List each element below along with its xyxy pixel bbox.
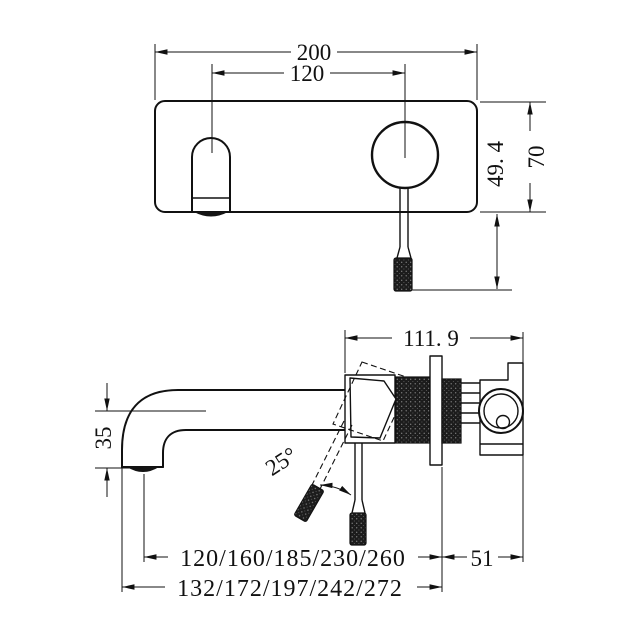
dim-text-spout-reach-options: 120/160/185/230/260 [180, 546, 406, 572]
dim-text-bg [392, 327, 470, 348]
spout-capsule [191, 137, 231, 212]
dim-text-bg [168, 546, 418, 569]
spout-front [191, 137, 231, 217]
side-view: 25° 111. 9 35 120/16 [91, 326, 524, 602]
knurled-grip-vertical [349, 512, 367, 546]
taper-left [351, 499, 356, 514]
spout-tip-shadow [194, 212, 228, 217]
dim-plate-height: 70 [480, 101, 549, 213]
thread-lines [461, 382, 480, 424]
dim-text-bg [467, 546, 498, 568]
handle-profile-vertical [349, 443, 367, 546]
dim-spout-drop: 35 [91, 383, 206, 497]
dim-text-bg [484, 128, 505, 200]
dim-text-handle-angle: 25° [261, 442, 302, 481]
dim-text-overall-length-options: 132/172/197/242/272 [177, 576, 403, 602]
dim-text-plate-height: 70 [524, 146, 549, 169]
dim-text-spout-to-handle: 120 [290, 61, 325, 86]
angle-arc [319, 482, 352, 496]
handle-knurled-grip [393, 257, 413, 292]
dim-text-spout-drop: 35 [91, 427, 116, 450]
knurled-collar-rear [441, 378, 462, 444]
dim-text-wall-to-body-end: 51 [471, 546, 494, 571]
dim-text-bg [284, 63, 330, 83]
dim-overall-length: 132/172/197/242/272 [122, 576, 442, 602]
dim-spout-to-handle: 120 [211, 61, 406, 158]
tilted-stem-left [310, 420, 345, 488]
dim-text-bg [291, 41, 337, 62]
spout-outer-edge [121, 389, 346, 468]
handle-profile-tilted [294, 420, 353, 522]
dim-text-bg [165, 576, 417, 599]
mixer-body [332, 355, 524, 466]
dim-text-plate-width: 200 [297, 40, 332, 65]
dim-handle-angle: 25° [261, 442, 352, 496]
spout-profile [121, 389, 346, 472]
dim-wall-to-body-end: 51 [442, 546, 523, 571]
taper-right [361, 499, 366, 514]
knurled-collar-front [395, 376, 431, 444]
handle-taper-left [396, 246, 401, 259]
dim-text-total-depth: 111. 9 [403, 326, 459, 351]
front-view: 200 120 70 49. 4 [154, 40, 549, 292]
dim-text-handle-projection: 49. 4 [483, 141, 508, 188]
handle-taper-right [407, 246, 412, 259]
inlet-port-detail [495, 414, 511, 430]
dim-spout-reach: 120/160/185/230/260 [121, 467, 443, 592]
wall-flange-plate [429, 355, 443, 466]
dim-plate-width: 200 [154, 40, 478, 100]
spout-inner-edge [162, 429, 346, 468]
dim-text-bg [525, 131, 546, 183]
dim-handle-projection: 49. 4 [412, 128, 512, 291]
inlet-port-outer [478, 388, 524, 434]
tilted-stem-right [318, 424, 353, 492]
dim-total-depth: 111. 9 [344, 326, 524, 562]
knurled-grip-tilted [294, 484, 324, 522]
